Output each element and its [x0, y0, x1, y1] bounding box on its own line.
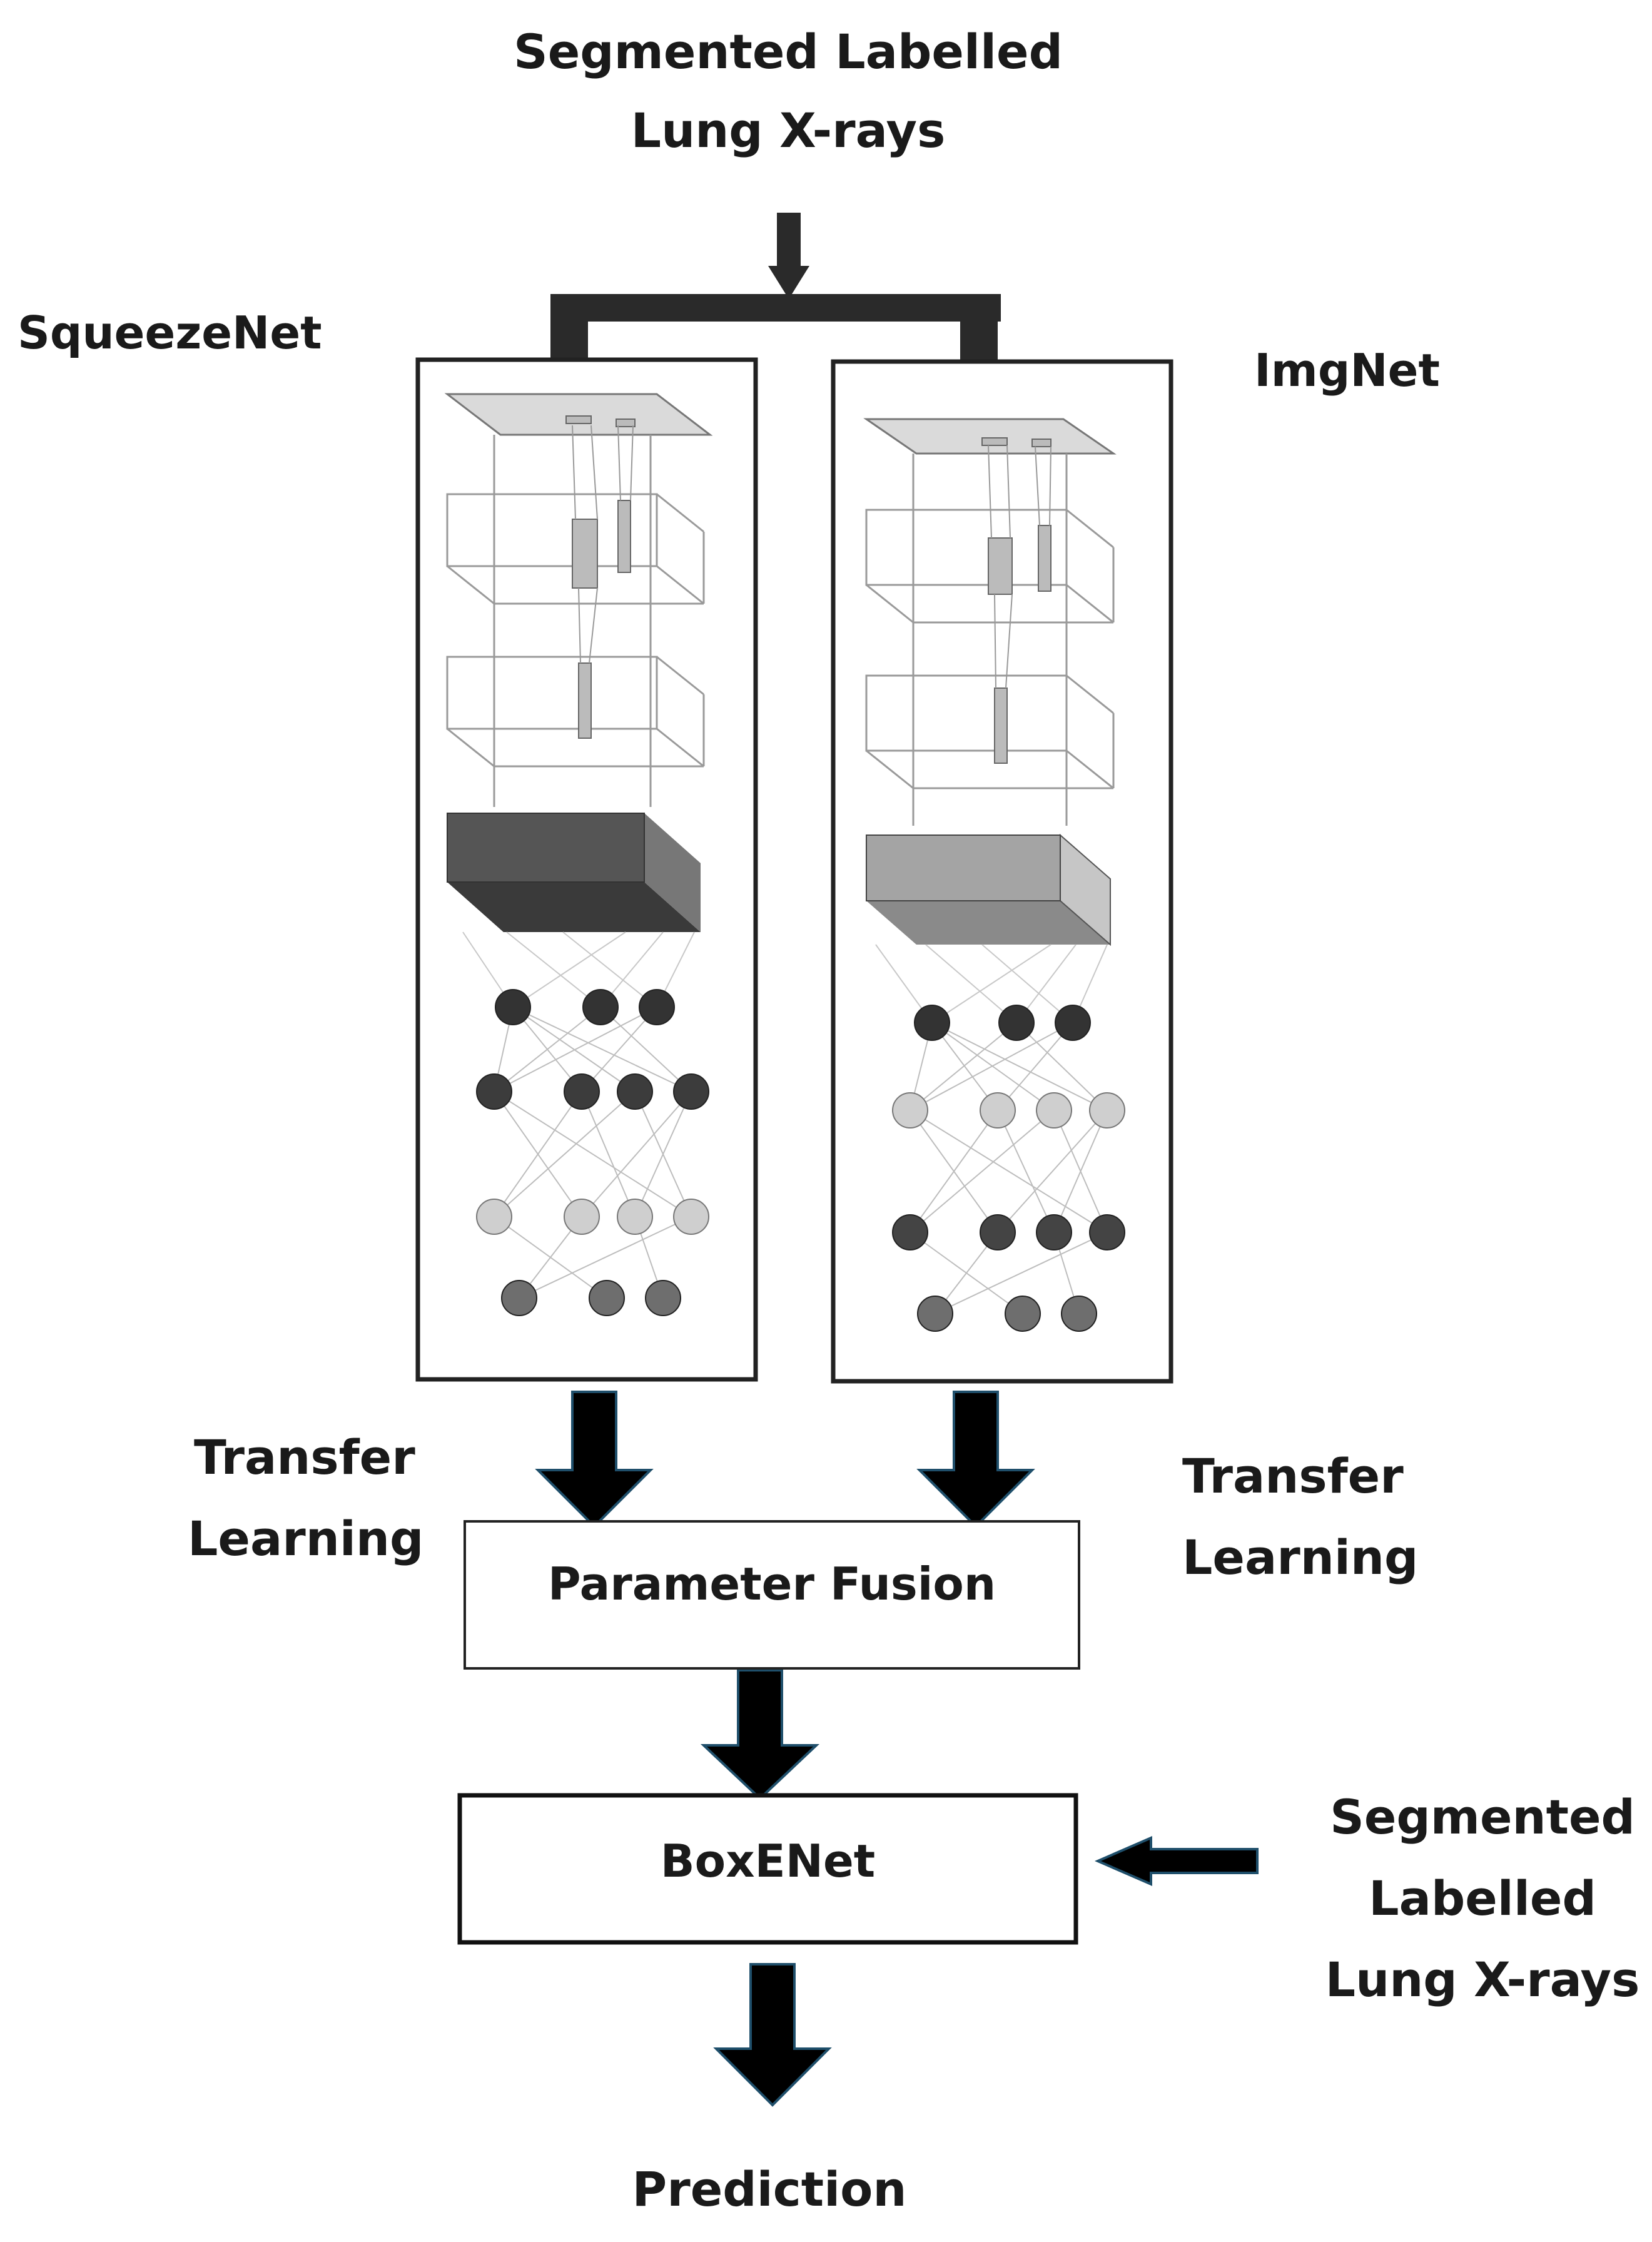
side-input-arrow: [1094, 1835, 1259, 1887]
node: [564, 1073, 600, 1110]
node: [1055, 1005, 1091, 1041]
node: [617, 1199, 653, 1235]
transfer-left-line1: Transfer: [194, 1429, 415, 1485]
transfer-arrow-right: [916, 1391, 1035, 1528]
node: [1036, 1092, 1072, 1129]
transfer-right-line1: Transfer: [1182, 1448, 1404, 1504]
boxenet-to-prediction-arrow: [713, 1963, 832, 2107]
transfer-left-line2: Learning: [188, 1511, 424, 1566]
node: [998, 1005, 1035, 1041]
node: [582, 989, 619, 1025]
node: [914, 1005, 950, 1041]
node: [673, 1073, 709, 1110]
flow-arrows: [535, 1391, 1259, 2107]
prediction-label: Prediction: [632, 2161, 907, 2217]
transfer-learning-left-label: Transfer Learning: [188, 1417, 423, 1580]
node: [501, 1280, 537, 1316]
side-input-line3: Lung X-rays: [1325, 1952, 1640, 2007]
node: [1061, 1296, 1097, 1332]
node: [1089, 1092, 1125, 1129]
node: [589, 1280, 625, 1316]
node: [639, 989, 675, 1025]
imgnet-panel: [831, 359, 1173, 1384]
boxenet-box: [457, 1793, 1078, 1945]
top-input-line1: Segmented Labelled: [514, 24, 1063, 79]
squeezenet-panel: [415, 357, 758, 1382]
node: [564, 1199, 600, 1235]
node: [980, 1092, 1016, 1129]
node: [892, 1214, 928, 1250]
node: [892, 1092, 928, 1129]
side-input-line1: Segmented: [1330, 1789, 1635, 1845]
node: [476, 1199, 512, 1235]
node: [645, 1280, 681, 1316]
imgnet-label: ImgNet: [1254, 344, 1440, 397]
top-input-line2: Lung X-rays: [631, 103, 946, 158]
node: [917, 1296, 953, 1332]
node: [1036, 1214, 1072, 1250]
node: [980, 1214, 1016, 1250]
fusion-to-boxenet-arrow: [700, 1669, 820, 1800]
parameter-fusion-label: Parameter Fusion: [547, 1558, 996, 1610]
transfer-right-line2: Learning: [1182, 1529, 1419, 1585]
node: [617, 1073, 653, 1110]
node: [1089, 1214, 1125, 1250]
squeezenet-label: SqueezeNet: [18, 307, 322, 359]
transfer-learning-right-label: Transfer Learning: [1182, 1436, 1418, 1598]
node: [495, 989, 531, 1025]
top-input-label: Segmented Labelled Lung X-rays: [488, 13, 1088, 170]
side-input-label: Segmented Labelled Lung X-rays: [1307, 1777, 1652, 2021]
side-input-line2: Labelled: [1369, 1870, 1596, 1926]
node: [476, 1073, 512, 1110]
boxenet-label: BoxENet: [660, 1835, 876, 1887]
node: [673, 1199, 709, 1235]
transfer-arrow-left: [535, 1391, 654, 1528]
node: [1005, 1296, 1041, 1332]
parameter-fusion-box: [464, 1520, 1080, 1670]
